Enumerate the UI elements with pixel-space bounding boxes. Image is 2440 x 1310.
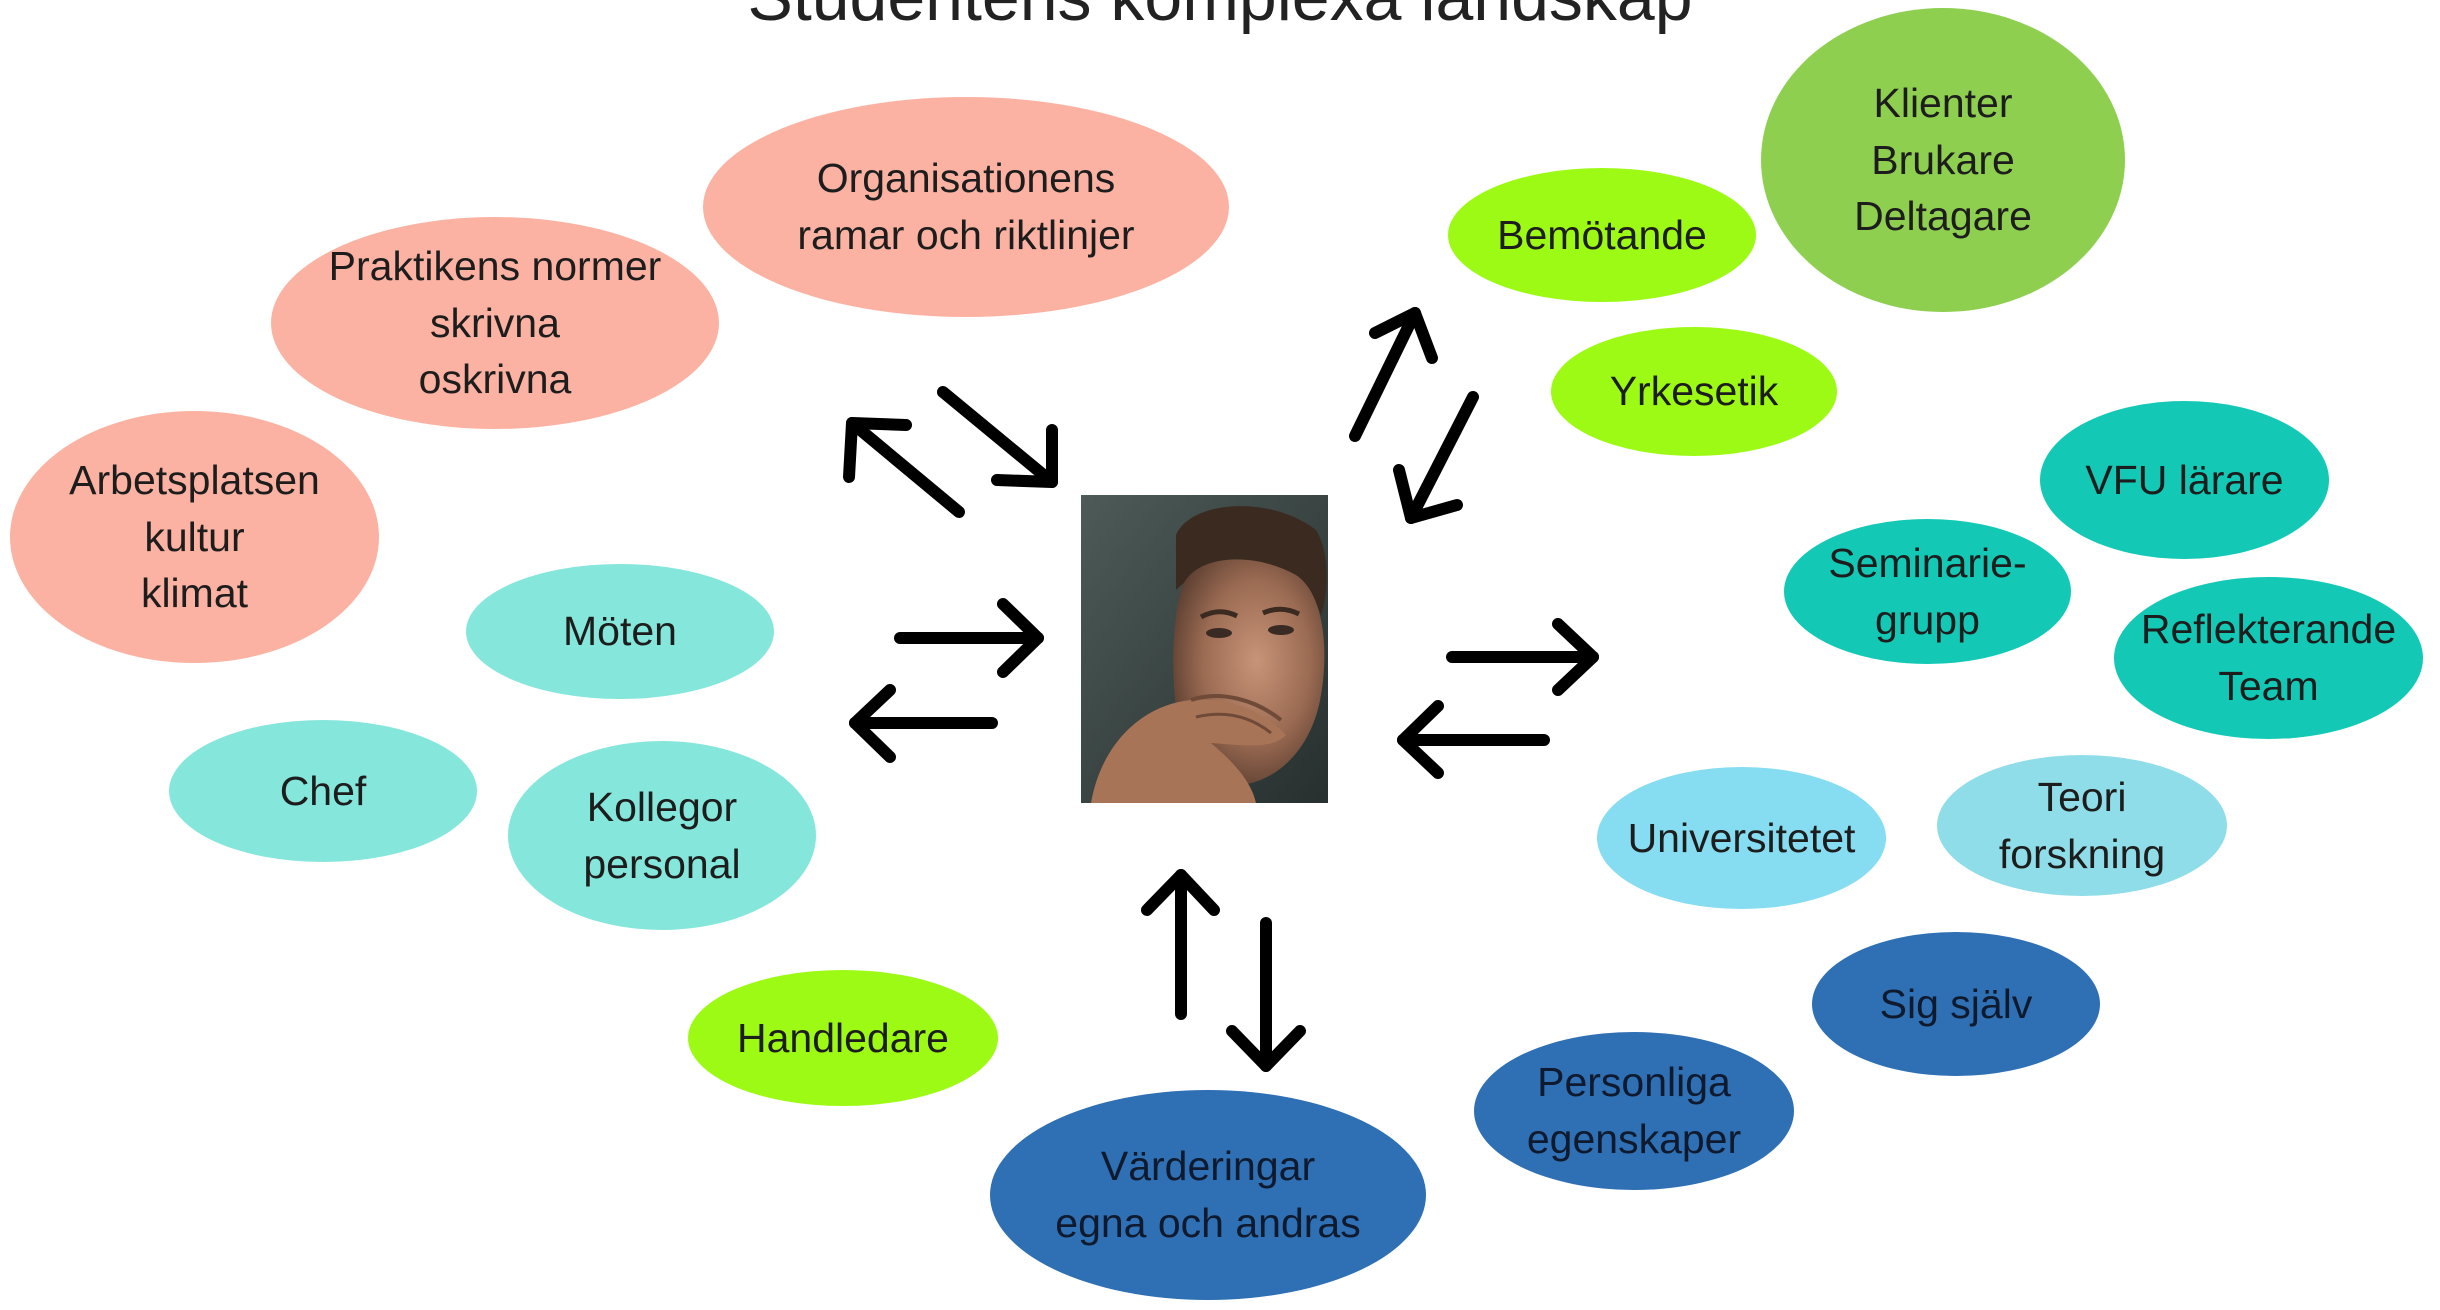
bubble-label: Yrkesetik (1609, 368, 1779, 415)
bubble-klienter: Klienter Brukare Deltagare (1761, 8, 2125, 312)
arrow-down-right (937, 386, 1058, 488)
center-photo (1081, 495, 1328, 803)
bubble-label: VFU lärare (2085, 456, 2284, 503)
bubble-vardering: Värderingar egna och andras (990, 1090, 1426, 1300)
arrow-right (1446, 618, 1599, 696)
bubble-seminarie: Seminarie- grupp (1784, 519, 2071, 664)
bubble-label: Sig själv (1879, 980, 2033, 1027)
bubble-label: Organisationens ramar och riktlinjer (797, 155, 1135, 258)
bubble-label: Klienter Brukare Deltagare (1854, 80, 2032, 240)
arrow-left-lower (1397, 700, 1550, 779)
bubble-label: Möten (563, 608, 677, 655)
bubble-label: Chef (279, 767, 367, 814)
arrow-up-right (1349, 307, 1438, 442)
bubble-yrkesetik: Yrkesetik (1551, 327, 1837, 456)
bubble-chef: Chef (169, 720, 477, 862)
arrow-up (1141, 869, 1220, 1020)
arrow-down-left (1393, 391, 1479, 524)
bubble-label: Reflekterande Team (2140, 606, 2397, 709)
bubble-label: Universitetet (1627, 814, 1856, 861)
bubble-personliga: Personliga egenskaper (1474, 1032, 1794, 1190)
bubble-handledare: Handledare (688, 970, 998, 1106)
bubble-arbetsplatsen: Arbetsplatsen kultur klimat (10, 411, 379, 663)
bubble-label: Bemötande (1497, 211, 1707, 258)
diagram-title: Studentens komplexa landskap (0, 0, 2440, 36)
student-portrait-icon (1081, 495, 1328, 803)
bubble-organisationen: Organisationens ramar och riktlinjer (703, 97, 1229, 317)
bubble-sigsjalv: Sig själv (1812, 932, 2100, 1076)
arrow-up-left (843, 417, 965, 518)
bubble-vfu: VFU lärare (2040, 401, 2329, 559)
bubble-label: Seminarie- grupp (1828, 539, 2027, 643)
bubble-reflekterande: Reflekterande Team (2114, 577, 2423, 739)
bubble-universitetet: Universitetet (1597, 767, 1886, 909)
arrow-left (849, 684, 998, 763)
bubble-kollegor: Kollegor personal (508, 741, 816, 930)
arrow-right-left (894, 598, 1044, 678)
bubble-label: Teori forskning (1998, 773, 2166, 877)
bubble-bemotande: Bemötande (1448, 168, 1756, 302)
arrow-down (1226, 917, 1306, 1072)
bubble-label: Praktikens normer skrivna oskrivna (328, 243, 662, 403)
bubble-label: Personliga egenskaper (1526, 1059, 1742, 1162)
bubble-praktiken: Praktikens normer skrivna oskrivna (271, 217, 719, 429)
bubble-teori: Teori forskning (1937, 755, 2227, 896)
bubble-label: Arbetsplatsen kultur klimat (69, 457, 320, 617)
bubble-label: Kollegor personal (583, 783, 741, 887)
bubble-label: Handledare (737, 1014, 949, 1061)
bubble-moten: Möten (466, 564, 774, 699)
bubble-label: Värderingar egna och andras (1055, 1143, 1361, 1246)
